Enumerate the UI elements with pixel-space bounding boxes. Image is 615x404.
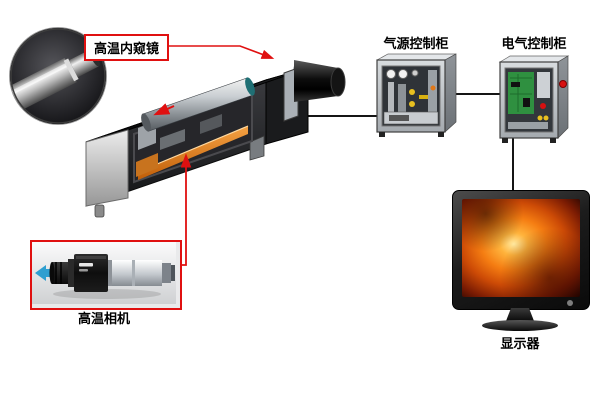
slide-rail bbox=[138, 126, 248, 180]
camera-body bbox=[74, 254, 108, 292]
monitor-stand-neck bbox=[506, 308, 534, 321]
camera-cooling-tube bbox=[108, 260, 175, 286]
housing-left-face bbox=[85, 129, 129, 207]
monitor-stand-base bbox=[482, 320, 558, 331]
pressure-gauge-icon bbox=[386, 69, 396, 79]
endoscope-cylinder bbox=[141, 77, 255, 132]
valve-handle-icon bbox=[409, 89, 415, 95]
valve-handle-icon bbox=[409, 101, 415, 107]
air-control-cabinet bbox=[376, 53, 457, 137]
endoscope-leader-arrow bbox=[169, 45, 275, 59]
camera-mount-ring bbox=[68, 259, 74, 287]
cabinet-foot bbox=[550, 138, 556, 143]
valve-lever bbox=[419, 95, 430, 99]
blue-left-arrow-icon bbox=[35, 265, 54, 281]
carriage-block-2 bbox=[200, 114, 222, 134]
brand-mark bbox=[79, 263, 93, 267]
interior-red-arrow-icon bbox=[153, 103, 175, 116]
gauge-small-icon bbox=[411, 69, 419, 77]
pressure-gauge-icon bbox=[398, 69, 408, 79]
probe-tip bbox=[10, 49, 100, 114]
cabinet-foot bbox=[438, 132, 444, 137]
endoscope-photo-inset bbox=[10, 28, 106, 124]
electric-cabinet-label: 电气控制柜 bbox=[501, 36, 567, 51]
air-manifold bbox=[428, 70, 437, 118]
air-cabinet-label: 气源控制柜 bbox=[383, 36, 449, 51]
drive-motor bbox=[136, 153, 158, 177]
camera-leader-arrow bbox=[180, 153, 192, 266]
monitor-power-button-icon bbox=[567, 300, 573, 306]
power-supply bbox=[537, 72, 550, 98]
air-valve-body bbox=[398, 84, 406, 114]
camera-lens bbox=[49, 262, 68, 284]
housing-foot-left bbox=[94, 204, 105, 218]
monitor-screen-furnace-view bbox=[462, 199, 580, 297]
cabinet-foot bbox=[379, 132, 385, 137]
red-indicator-icon bbox=[540, 103, 546, 109]
camera-photo bbox=[32, 242, 176, 304]
main-housing bbox=[85, 60, 346, 218]
camera-photo-inset bbox=[30, 240, 182, 310]
endoscope-callout-label: 高温内窥镜 bbox=[84, 34, 170, 61]
air-pipe bbox=[388, 82, 394, 118]
indicator-dot-icon bbox=[430, 85, 436, 91]
monitor-caption: 显示器 bbox=[500, 336, 540, 351]
carriage-block bbox=[160, 129, 185, 150]
monitor bbox=[452, 190, 590, 310]
emergency-stop-button-icon bbox=[559, 80, 567, 88]
housing-foot-right bbox=[249, 135, 265, 161]
electric-control-cabinet bbox=[498, 55, 570, 143]
din-rail bbox=[508, 122, 548, 129]
terminal-dot-icon bbox=[543, 115, 549, 121]
cabinet-foot bbox=[502, 138, 508, 143]
camera-caption: 高温相机 bbox=[77, 311, 130, 326]
connector-lines bbox=[304, 93, 514, 194]
lens-barrel bbox=[294, 60, 346, 102]
terminal-dot-icon bbox=[537, 115, 543, 121]
